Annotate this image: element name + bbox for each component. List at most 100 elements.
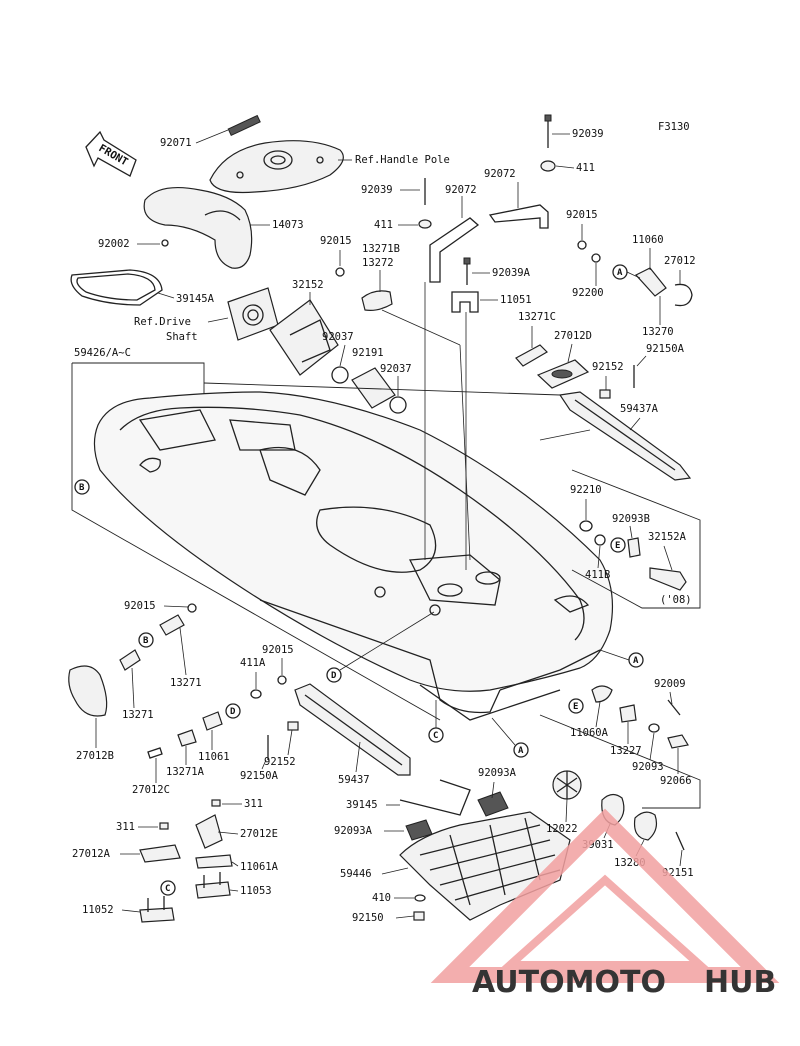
label-39145: 39145 [346, 799, 378, 811]
ref-handle-pole: Ref.Handle Pole [355, 154, 450, 166]
label-411-mid: 411 [374, 219, 393, 231]
label-92072-right: 92072 [484, 168, 516, 180]
ref-drive-shaft-1: Ref.Drive [134, 316, 191, 328]
label-411a: 411A [240, 657, 266, 669]
label-13272: 13272 [362, 257, 394, 269]
label-11052: 11052 [82, 904, 114, 916]
label-411b: 411B [585, 569, 610, 581]
svg-text:B: B [79, 483, 85, 493]
bubble-a-hull: A [628, 652, 644, 668]
label-59446: 59446 [340, 868, 372, 880]
label-411-top: 411 [576, 162, 595, 174]
label-92093a-b: 92093A [334, 825, 373, 837]
label-13271b: 13271B [362, 243, 400, 255]
svg-text:D: D [230, 707, 236, 717]
bubble-e-lower: E [568, 698, 584, 714]
watermark-text-dark: HUB [704, 965, 776, 1000]
label-59437: 59437 [338, 774, 370, 786]
label-11060: 11060 [632, 234, 664, 246]
ubolt-27012 [674, 283, 693, 307]
label-92037-b: 92037 [380, 363, 412, 375]
label-92093a-a: 92093A [478, 767, 517, 779]
bubble-b-hull: B [74, 479, 90, 495]
label-13270: 13270 [642, 326, 674, 338]
label-92191: 92191 [352, 347, 384, 359]
pad-92093a-a [477, 791, 509, 817]
svg-text:A: A [518, 746, 524, 756]
label-92150: 92150 [352, 912, 384, 924]
bubble-d-left: D [225, 703, 241, 719]
svg-text:D: D [331, 671, 337, 681]
bubble-a-bottom: A [513, 742, 529, 758]
hose-92191 [351, 367, 396, 409]
label-92037-a: 92037 [322, 331, 354, 343]
front-arrow-icon: FRONT [85, 130, 137, 177]
watermark-logo: AUTOMOTO HUB [430, 808, 780, 1000]
bubble-e-right: E [610, 537, 626, 553]
label-27012: 27012 [664, 255, 696, 267]
svg-text:E: E [615, 541, 620, 551]
svg-text:A: A [633, 656, 639, 666]
svg-text:C: C [433, 731, 438, 741]
label-39145a: 39145A [176, 293, 215, 305]
handle-pole-bezel [209, 114, 344, 194]
stay-92072-right [488, 204, 549, 229]
bubble-a-top: A [612, 264, 628, 280]
year-note: ('08) [660, 594, 692, 606]
svg-text:C: C [165, 884, 170, 894]
label-27012c: 27012C [132, 784, 170, 796]
label-92039-mid: 92039 [361, 184, 393, 196]
fitting-32152a [649, 567, 687, 591]
label-410: 410 [372, 892, 391, 904]
label-92150a-top: 92150A [646, 343, 685, 355]
drive-shaft-flange [227, 287, 279, 341]
seal-39145a [70, 269, 163, 306]
label-11051: 11051 [500, 294, 532, 306]
label-92015-left: 92015 [124, 600, 156, 612]
label-11061a: 11061A [240, 861, 279, 873]
reflector-27012b [68, 665, 108, 717]
label-92015-right: 92015 [566, 209, 598, 221]
label-92152-top: 92152 [592, 361, 624, 373]
label-92152-mid: 92152 [264, 756, 296, 768]
label-13271-b: 13271 [122, 709, 154, 721]
label-11053: 11053 [240, 885, 272, 897]
bubble-c-left: C [160, 880, 176, 896]
label-11061: 11061 [198, 751, 230, 763]
label-92039a: 92039A [492, 267, 531, 279]
stay-92072-mid [429, 217, 480, 283]
label-92039-top: 92039 [572, 128, 604, 140]
svg-text:B: B [143, 636, 149, 646]
duct-32152 [269, 299, 339, 376]
label-13271a: 13271A [166, 766, 205, 778]
label-13227: 13227 [610, 745, 642, 757]
bracket-27012e [195, 814, 223, 849]
label-92015-mid: 92015 [262, 644, 294, 656]
label-92015-top: 92015 [320, 235, 352, 247]
hull-59426 [93, 391, 614, 721]
watermark-text-light: AUTOMOTO [472, 965, 666, 1000]
label-32152a: 32152A [648, 531, 687, 543]
bubble-b-left: B [138, 632, 154, 648]
label-11060a: 11060A [570, 727, 609, 739]
label-92002: 92002 [98, 238, 130, 250]
label-92009: 92009 [654, 678, 686, 690]
label-92200: 92200 [572, 287, 604, 299]
label-27012b: 27012B [76, 750, 114, 762]
boot-14073 [143, 187, 253, 269]
label-92093: 92093 [632, 761, 664, 773]
label-59426: 59426/A~C [74, 347, 131, 359]
label-12022: 12022 [546, 823, 578, 835]
ref-drive-shaft-2: Shaft [166, 331, 198, 343]
bracket-13272 [361, 290, 393, 311]
label-92210: 92210 [570, 484, 602, 496]
label-311-a: 311 [244, 798, 263, 810]
label-311-b: 311 [116, 821, 135, 833]
bubble-c-hull: C [428, 727, 444, 743]
label-59437a: 59437A [620, 403, 659, 415]
diagram-code: F3130 [658, 121, 690, 133]
label-27012a: 27012A [72, 848, 111, 860]
label-92093b: 92093B [612, 513, 650, 525]
bubble-d-hull: D [326, 667, 342, 683]
